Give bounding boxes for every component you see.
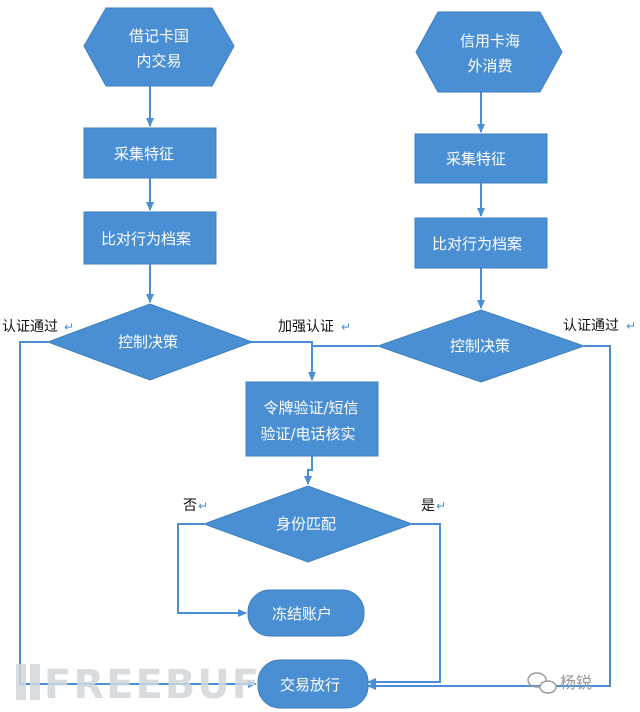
collect-features-right-node: 采集特征 ↵ xyxy=(414,133,548,184)
author-watermark: 杨锐 xyxy=(527,672,592,694)
edge-left-strengthen-to-auth xyxy=(250,341,316,381)
start-credit-node: 信用卡海 外消费 ↵ xyxy=(415,11,563,93)
pass-right-label: 认证通过 xyxy=(563,318,619,334)
watermark-bar-icon xyxy=(16,664,26,700)
return-mark-icon: ↵ xyxy=(64,320,74,334)
edge-right-pass-to-release xyxy=(367,345,611,690)
identity-match-label: 身份匹配 xyxy=(276,515,336,533)
return-mark-icon: ↵ xyxy=(344,679,354,693)
return-mark-icon: ↵ xyxy=(514,340,524,354)
collect-features-left-label: 采集特征 xyxy=(114,145,174,163)
release-transaction-label: 交易放行 xyxy=(280,676,340,694)
edges xyxy=(19,86,611,690)
freeze-account-label: 冻结账户 xyxy=(272,605,332,623)
return-mark-icon: ↵ xyxy=(336,608,346,622)
return-mark-icon: ↵ xyxy=(186,55,196,69)
control-decision-left-label: 控制决策 xyxy=(118,333,178,351)
return-mark-icon: ↵ xyxy=(341,320,351,334)
control-decision-right-label: 控制决策 xyxy=(450,337,510,355)
edge-left-pass-to-release xyxy=(19,341,257,688)
edge-labels: 认证通过 ↵ 加强认证 ↵ 认证通过 ↵ 否 ↵ 是 ↵ xyxy=(2,318,636,514)
no-label: 否 xyxy=(183,498,197,514)
edge-auth-to-identity xyxy=(304,456,313,485)
return-mark-icon: ↵ xyxy=(512,153,522,167)
start-credit-line2: 外消费 xyxy=(467,57,512,75)
start-debit-line2: 内交易 xyxy=(136,52,181,70)
start-debit-node: 借记卡国 内交易 ↵ xyxy=(83,7,235,87)
verification-box-line1: 令牌验证/短信 xyxy=(263,399,358,417)
yes-label: 是 xyxy=(421,498,435,514)
edge-identity-yes-to-release xyxy=(367,523,441,686)
compare-profile-right-label: 比对行为档案 xyxy=(432,235,522,253)
return-mark-icon: ↵ xyxy=(198,499,208,513)
control-decision-right-node: 控制决策 ↵ xyxy=(376,309,586,383)
edge-identity-no-to-freeze xyxy=(177,523,247,617)
return-mark-icon: ↵ xyxy=(366,428,376,442)
return-mark-icon: ↵ xyxy=(626,319,636,333)
verification-box-node: 令牌验证/短信 验证/电话核实 ↵ xyxy=(245,381,379,457)
compare-profile-right-node: 比对行为档案 ↵ xyxy=(414,217,548,269)
watermark-bar-icon xyxy=(30,664,40,700)
freebuf-watermark: FREEBUF xyxy=(16,662,261,708)
compare-profile-left-label: 比对行为档案 xyxy=(101,230,191,248)
control-decision-left-node: 控制决策 ↵ xyxy=(46,303,254,381)
release-transaction-node: 交易放行 ↵ xyxy=(257,659,369,709)
return-mark-icon: ↵ xyxy=(180,148,190,162)
author-watermark-text: 杨锐 xyxy=(560,673,592,692)
return-mark-icon: ↵ xyxy=(340,518,350,532)
identity-match-node: 身份匹配 ↵ xyxy=(202,485,414,563)
collect-features-right-label: 采集特征 xyxy=(446,150,506,168)
collect-features-left-node: 采集特征 ↵ xyxy=(83,127,217,179)
freebuf-watermark-text: FREEBUF xyxy=(44,662,261,708)
return-mark-icon: ↵ xyxy=(436,499,446,513)
return-mark-icon: ↵ xyxy=(530,238,540,252)
return-mark-icon: ↵ xyxy=(199,233,209,247)
verification-box-line2: 验证/电话核实 xyxy=(260,425,355,443)
start-credit-line1: 信用卡海 xyxy=(460,32,520,50)
freeze-account-node: 冻结账户 ↵ xyxy=(247,589,365,637)
return-mark-icon: ↵ xyxy=(182,336,192,350)
compare-profile-left-node: 比对行为档案 ↵ xyxy=(83,211,217,265)
start-debit-line1: 借记卡国 xyxy=(129,27,189,45)
strengthen-label: 加强认证 xyxy=(278,319,334,335)
pass-left-label: 认证通过 xyxy=(2,319,58,335)
return-mark-icon: ↵ xyxy=(518,60,528,74)
wechat-icon xyxy=(527,672,557,694)
